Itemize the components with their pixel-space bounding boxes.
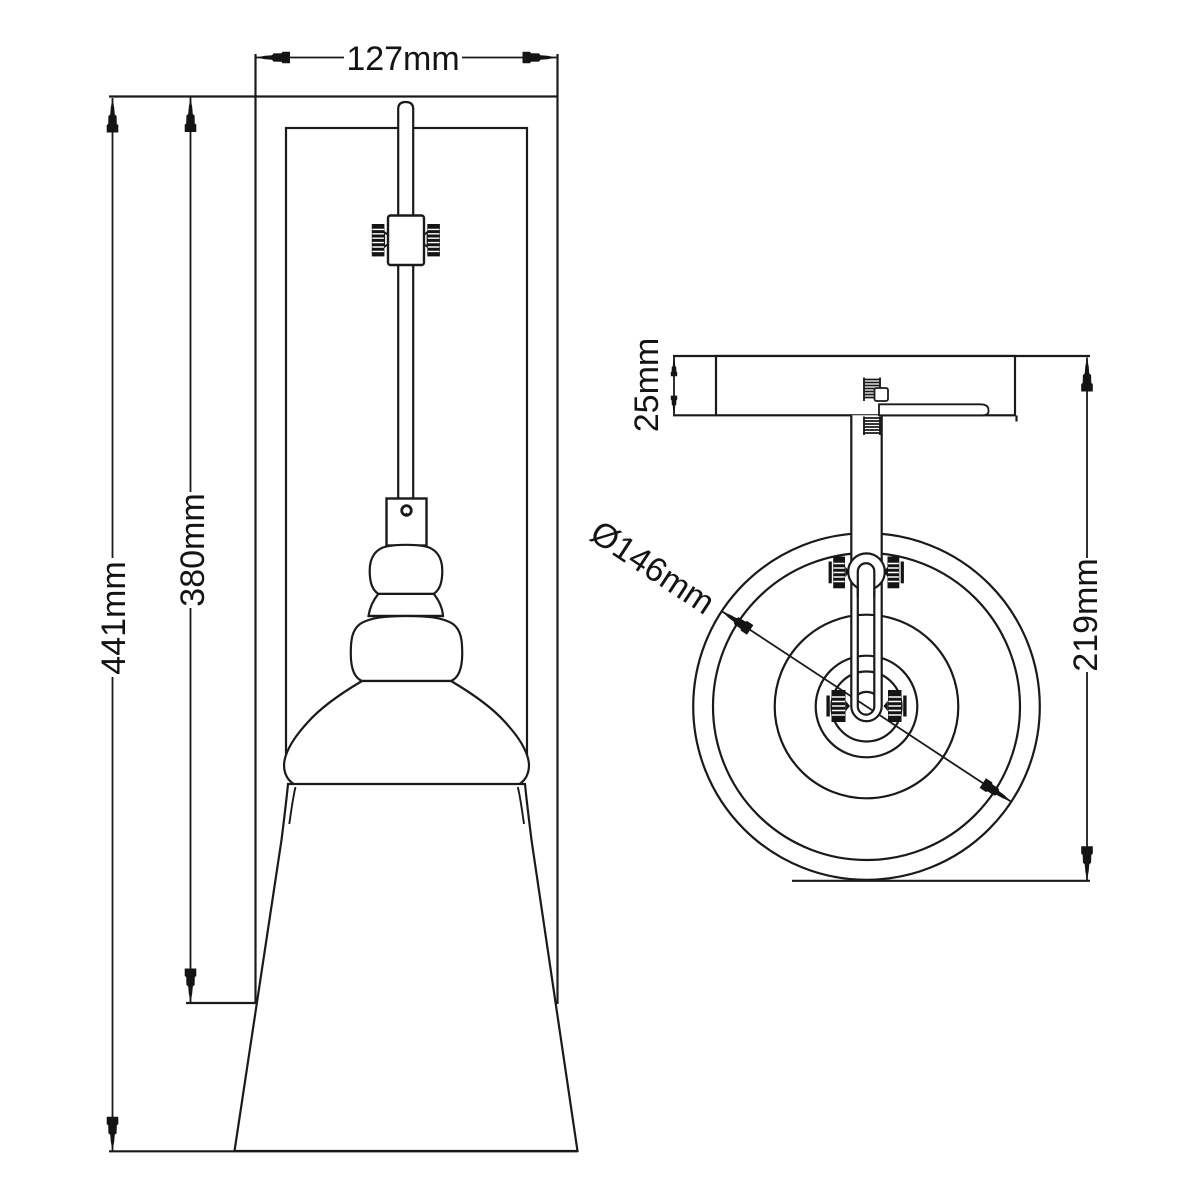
svg-text:127mm: 127mm [346, 40, 459, 78]
svg-text:380mm: 380mm [174, 493, 212, 606]
svg-text:25mm: 25mm [628, 338, 666, 432]
svg-text:219mm: 219mm [1067, 558, 1105, 671]
svg-text:441mm: 441mm [95, 561, 133, 674]
svg-text:Ø146mm: Ø146mm [584, 513, 722, 622]
